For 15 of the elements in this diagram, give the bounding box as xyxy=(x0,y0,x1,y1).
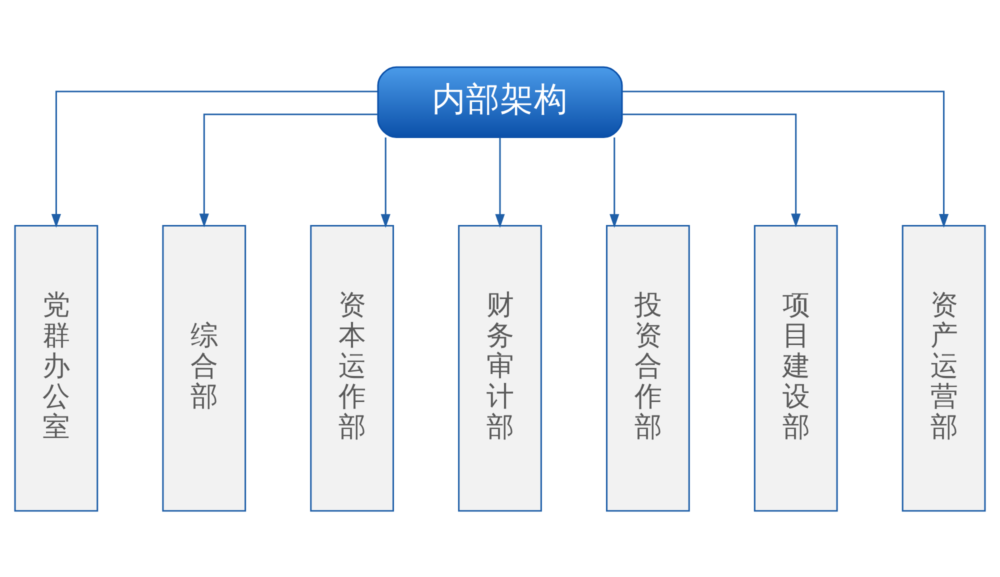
arrow xyxy=(51,90,378,228)
arrow xyxy=(622,113,801,227)
node-box: 项目建设部 xyxy=(754,224,838,512)
node-box: 财务审计部 xyxy=(458,224,542,512)
arrow xyxy=(199,113,378,227)
node-box: 内部架构 xyxy=(377,66,623,138)
node-box: 资产运营部 xyxy=(902,224,986,512)
node-box: 资本运作部 xyxy=(310,224,394,512)
arrow xyxy=(610,137,620,228)
node-box: 综合部 xyxy=(162,224,246,512)
node-box: 投资合作部 xyxy=(606,224,690,512)
arrow xyxy=(495,137,505,228)
arrow xyxy=(380,137,390,228)
arrow xyxy=(622,90,949,228)
node-box: 党群办公室 xyxy=(14,224,98,512)
